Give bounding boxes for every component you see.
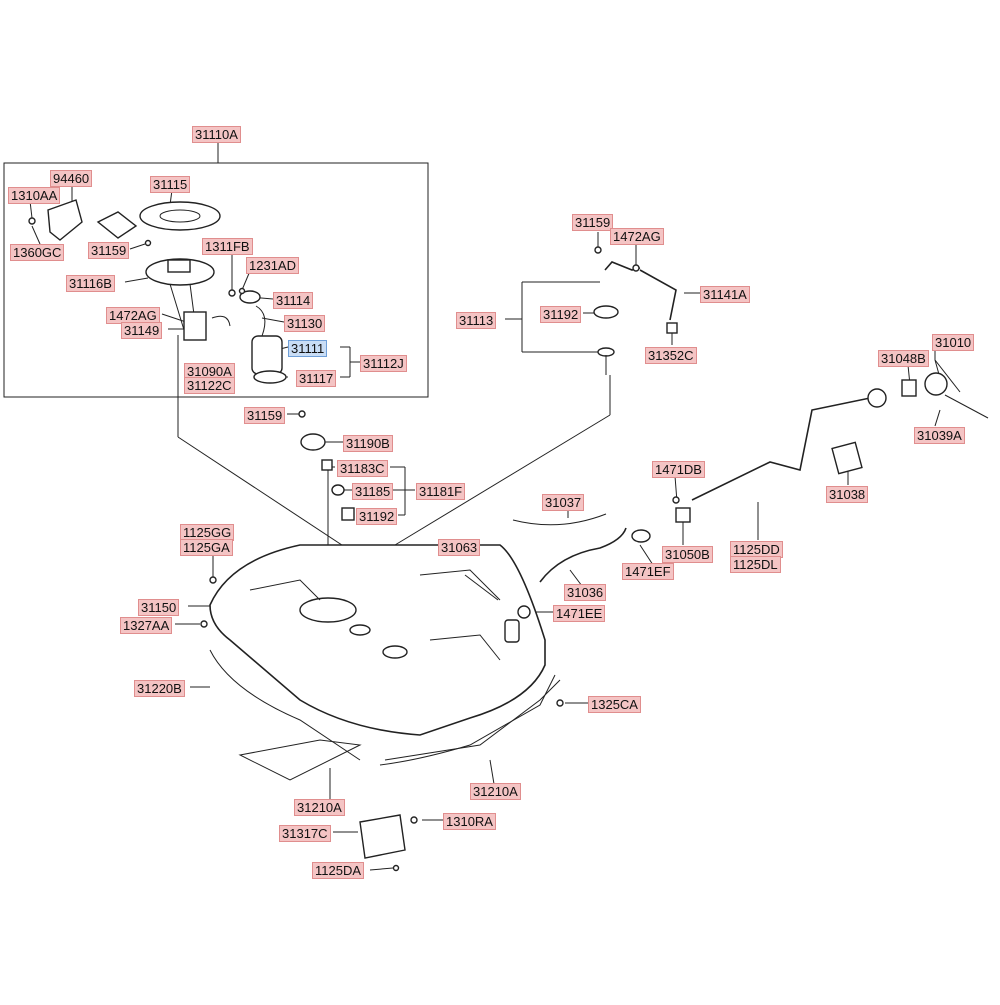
part-label-1471EF[interactable]: 1471EF (622, 563, 674, 580)
part-label-31112J[interactable]: 31112J (360, 355, 407, 372)
part-label-31192-top[interactable]: 31192 (540, 306, 582, 323)
part-label-31130[interactable]: 31130 (284, 315, 326, 332)
vent-valve-group (200, 410, 564, 872)
part-label-31317C[interactable]: 31317C (279, 825, 331, 842)
part-label-31150[interactable]: 31150 (138, 599, 180, 616)
part-label-31038[interactable]: 31038 (826, 486, 869, 503)
part-label-1310AA[interactable]: 1310AA (8, 187, 61, 204)
part-label-1360GC[interactable]: 1360GC (10, 244, 65, 261)
part-label-31048B[interactable]: 31048B (878, 350, 929, 367)
part-label-1125DL[interactable]: 1125DL (730, 556, 781, 573)
sender-parts (28, 199, 287, 384)
part-label-1311FB[interactable]: 1311FB (202, 238, 253, 255)
part-label-31220B[interactable]: 31220B (134, 680, 185, 697)
part-label-31141A[interactable]: 31141A (700, 286, 750, 303)
part-label-31159-valve[interactable]: 31159 (244, 407, 286, 424)
part-label-1471EE[interactable]: 1471EE (553, 605, 606, 622)
part-label-1125GA[interactable]: 1125GA (180, 539, 233, 556)
part-label-31050B[interactable]: 31050B (662, 546, 713, 563)
part-label-31183C[interactable]: 31183C (337, 460, 388, 477)
part-label-31181F[interactable]: 31181F (416, 483, 466, 500)
part-label-31113[interactable]: 31113 (456, 312, 497, 329)
part-label-31110A[interactable]: 31110A (192, 126, 241, 143)
part-label-31037[interactable]: 31037 (542, 494, 585, 511)
part-label-31117[interactable]: 31117 (296, 370, 337, 387)
fuel-tank (209, 544, 561, 781)
part-label-1231AD[interactable]: 1231AD (246, 257, 299, 274)
part-label-31185[interactable]: 31185 (352, 483, 394, 500)
part-label-31115[interactable]: 31115 (150, 176, 191, 193)
part-label-31063[interactable]: 31063 (438, 539, 481, 556)
part-label-31210A-right[interactable]: 31210A (470, 783, 521, 800)
part-label-1325CA[interactable]: 1325CA (588, 696, 641, 713)
part-label-31116B[interactable]: 31116B (66, 275, 115, 292)
part-label-31111[interactable]: 31111 (288, 340, 328, 357)
part-label-31190B[interactable]: 31190B (343, 435, 393, 452)
filler-neck (512, 246, 989, 583)
part-label-1472AG-sender[interactable]: 1472AG (106, 307, 160, 324)
part-label-31114[interactable]: 31114 (273, 292, 314, 309)
part-label-31352C[interactable]: 31352C (645, 347, 697, 364)
part-label-31149[interactable]: 31149 (121, 322, 163, 339)
part-label-1471DB[interactable]: 1471DB (652, 461, 705, 478)
part-label-31036[interactable]: 31036 (564, 584, 607, 601)
leader-lines (29, 140, 961, 871)
part-label-31192-valve[interactable]: 31192 (356, 508, 398, 525)
part-label-94460[interactable]: 94460 (50, 170, 93, 187)
part-label-31010[interactable]: 31010 (932, 334, 975, 351)
part-label-31039A[interactable]: 31039A (914, 427, 965, 444)
part-label-31122C[interactable]: 31122C (184, 377, 235, 394)
part-label-31159-sender[interactable]: 31159 (88, 242, 130, 259)
part-label-1125DD[interactable]: 1125DD (730, 541, 783, 558)
part-label-1125GG[interactable]: 1125GG (180, 524, 235, 541)
part-label-31210A-left[interactable]: 31210A (294, 799, 345, 816)
part-label-1310RA[interactable]: 1310RA (443, 813, 496, 830)
part-label-1472AG-top[interactable]: 1472AG (610, 228, 664, 245)
part-label-1125DA[interactable]: 1125DA (312, 862, 365, 879)
part-label-1327AA[interactable]: 1327AA (120, 617, 173, 634)
part-label-31159-top[interactable]: 31159 (572, 214, 614, 231)
sender-assembly-box (3, 162, 429, 398)
